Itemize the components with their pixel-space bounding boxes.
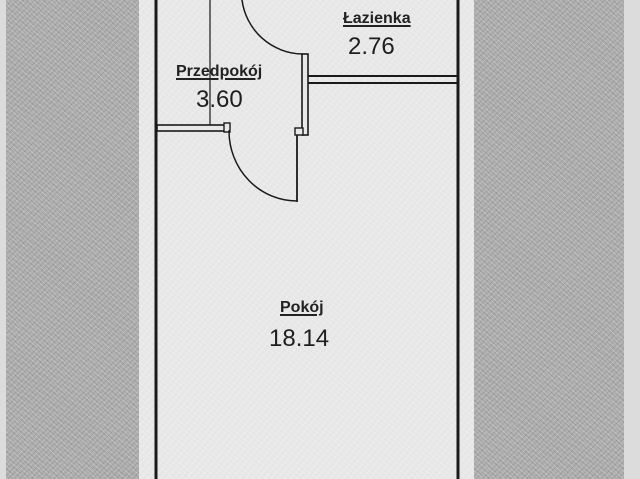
- left-edge-strip: [0, 0, 6, 479]
- room-label-lazienka: Łazienka: [343, 10, 411, 27]
- room-label-pokoj: Pokój: [280, 299, 324, 316]
- partition-wall: [301, 53, 309, 136]
- right-edge-strip: [624, 0, 640, 479]
- bathroom-door-swing-arc: [241, 0, 303, 55]
- partition-wall-end: [294, 127, 304, 136]
- hallway-wall-stub-end: [223, 122, 231, 133]
- room-area-lazienka: 2.76: [348, 33, 395, 60]
- room-area-przedpokoj: 3.60: [196, 86, 243, 113]
- room-label-przedpokoj: Przedpokój: [176, 63, 263, 80]
- right-background-texture: [474, 0, 624, 479]
- hallway-wall-stub: [156, 124, 228, 132]
- room-area-pokoj: 18.14: [269, 325, 330, 352]
- left-background-texture: [6, 0, 139, 479]
- room-door-swing-arc: [228, 130, 298, 202]
